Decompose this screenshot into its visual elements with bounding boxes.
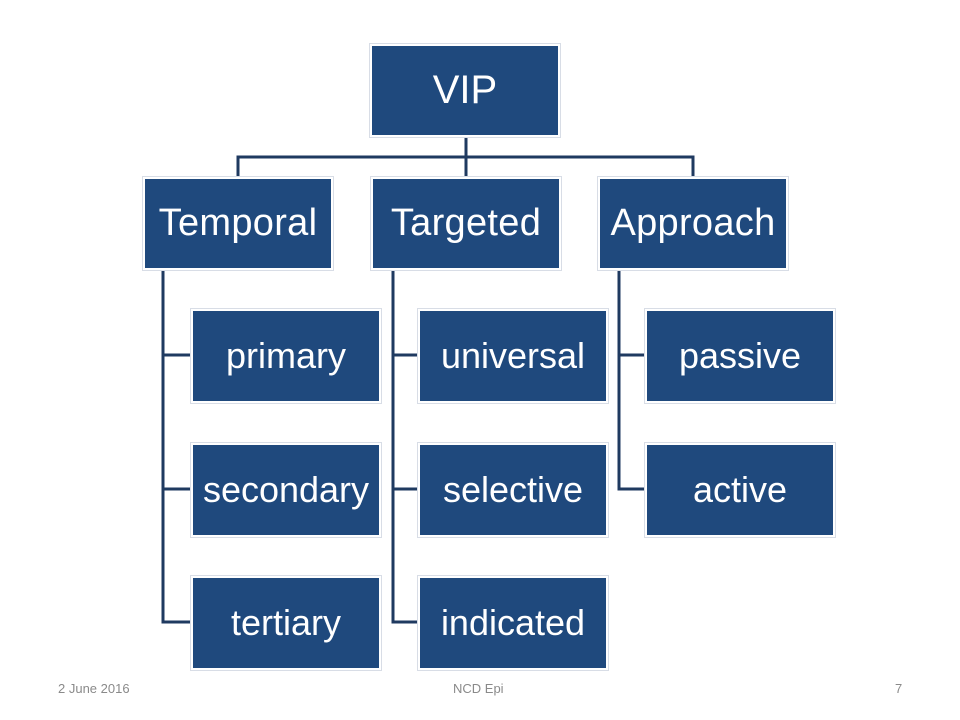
category-node-temporal: Temporal — [143, 177, 333, 270]
category-node-targeted: Targeted — [371, 177, 561, 270]
leaf-node-secondary: secondary — [191, 443, 381, 537]
category-node-approach: Approach — [598, 177, 788, 270]
footer-center-text: NCD Epi — [453, 681, 504, 696]
connector-approach-trunk — [617, 268, 649, 491]
leaf-node-indicated: indicated — [418, 576, 608, 670]
leaf-node-selective: selective — [418, 443, 608, 537]
leaf-node-active: active — [645, 443, 835, 537]
footer-page-number: 7 — [895, 681, 903, 696]
leaf-node-primary: primary — [191, 309, 381, 403]
leaf-node-passive: passive — [645, 309, 835, 403]
connector-temporal-trunk — [161, 268, 195, 624]
connector-targeted-trunk — [391, 268, 422, 624]
root-node-vip: VIP — [370, 44, 560, 137]
footer-date: 2 June 2016 — [58, 681, 130, 696]
leaf-node-tertiary: tertiary — [191, 576, 381, 670]
leaf-node-universal: universal — [418, 309, 608, 403]
